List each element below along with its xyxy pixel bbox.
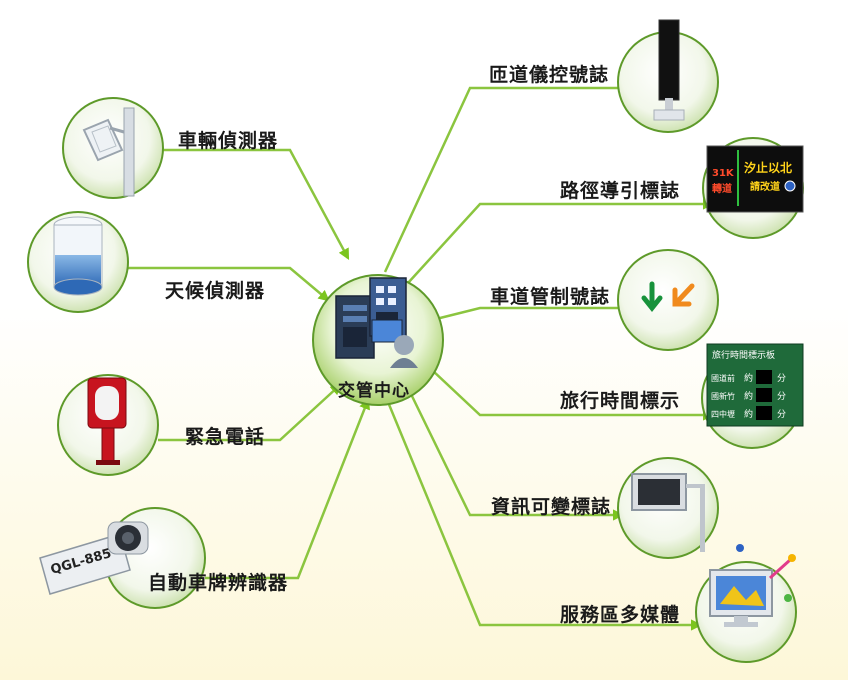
svg-text:分: 分	[777, 373, 786, 384]
center-label: 交管中心	[338, 381, 410, 401]
vehicle-detector-icon	[82, 107, 135, 197]
line-travel-time	[431, 369, 715, 421]
svg-text:分: 分	[777, 391, 786, 402]
travel-row-0: 國道前 約 分	[711, 370, 786, 384]
variable-message-sign-icon	[631, 473, 705, 552]
traffic-control-center-node	[312, 274, 444, 406]
route-sign-left-bottom: 轉道	[712, 182, 732, 195]
emergency-phone-icon	[87, 377, 127, 465]
travel-time-sign-icon: 旅行時間標示板 國道前 約 分 國新竹 約 分 四中壢 約 分	[706, 343, 804, 427]
label-service-multimedia: 服務區多媒體	[560, 604, 681, 626]
weather-sensor-icon	[53, 216, 103, 296]
line-ramp-meter	[383, 82, 633, 273]
label-variable-message: 資訊可變標誌	[491, 496, 612, 518]
label-plate-recognition: 自動車牌辨識器	[148, 572, 289, 594]
route-sign-right-bottom: 請改道	[750, 180, 780, 193]
travel-row-1: 國新竹 約 分	[711, 388, 786, 402]
line-emergency-phone	[158, 383, 342, 442]
connection-lines	[128, 82, 715, 631]
ramp-meter-signal-icon	[653, 19, 685, 121]
service-multimedia-node	[695, 544, 797, 663]
route-guidance-node: 31K 轉道 汐止以北 請改道	[702, 137, 804, 239]
travel-time-node: 旅行時間標示板 國道前 約 分 國新竹 約 分 四中壢 約 分	[701, 343, 804, 449]
svg-text:約: 約	[744, 408, 753, 420]
travel-board-title: 旅行時間標示板	[712, 349, 775, 361]
label-weather-sensor: 天候偵測器	[165, 280, 266, 302]
label-ramp-meter: 匝道儀控號誌	[489, 64, 610, 86]
variable-message-node	[617, 457, 719, 559]
svg-text:約: 約	[744, 390, 753, 402]
label-lane-control: 車道管制號誌	[490, 286, 611, 308]
route-guidance-sign-icon: 31K 轉道 汐止以北 請改道	[706, 145, 804, 213]
line-lane-control	[431, 302, 633, 322]
plate-recognition-camera-icon: QGL-885	[39, 521, 149, 595]
label-travel-time: 旅行時間標示	[560, 390, 681, 412]
plate-recognition-node: QGL-885	[39, 507, 206, 609]
route-sign-left-top: 31K	[712, 168, 735, 179]
line-plate-recognition	[205, 397, 370, 580]
line-route-guidance	[407, 198, 715, 284]
label-vehicle-detector: 車輛偵測器	[178, 130, 279, 152]
emergency-phone-node	[57, 374, 159, 476]
svg-text:國新竹: 國新竹	[711, 391, 735, 401]
service-area-multimedia-icon	[709, 544, 796, 627]
lane-control-signal-icon	[641, 281, 695, 313]
lane-control-node	[617, 249, 719, 351]
line-vehicle-detector	[163, 148, 350, 260]
travel-row-2: 四中壢 約 分	[711, 406, 786, 420]
weather-sensor-node	[27, 211, 129, 313]
svg-text:約: 約	[744, 372, 753, 384]
ramp-meter-node	[617, 19, 719, 133]
line-weather-sensor	[128, 266, 330, 302]
vehicle-detector-node	[62, 97, 164, 199]
label-route-guidance: 路徑導引標誌	[560, 180, 681, 202]
route-sign-right-top: 汐止以北	[744, 160, 792, 175]
svg-text:國道前: 國道前	[711, 373, 735, 383]
svg-text:四中壢: 四中壢	[711, 409, 735, 419]
line-service-multimedia	[386, 401, 703, 631]
label-emergency-phone: 緊急電話	[185, 426, 266, 448]
control-center-icon	[335, 277, 418, 368]
svg-text:分: 分	[777, 409, 786, 420]
line-variable-message	[408, 391, 625, 521]
